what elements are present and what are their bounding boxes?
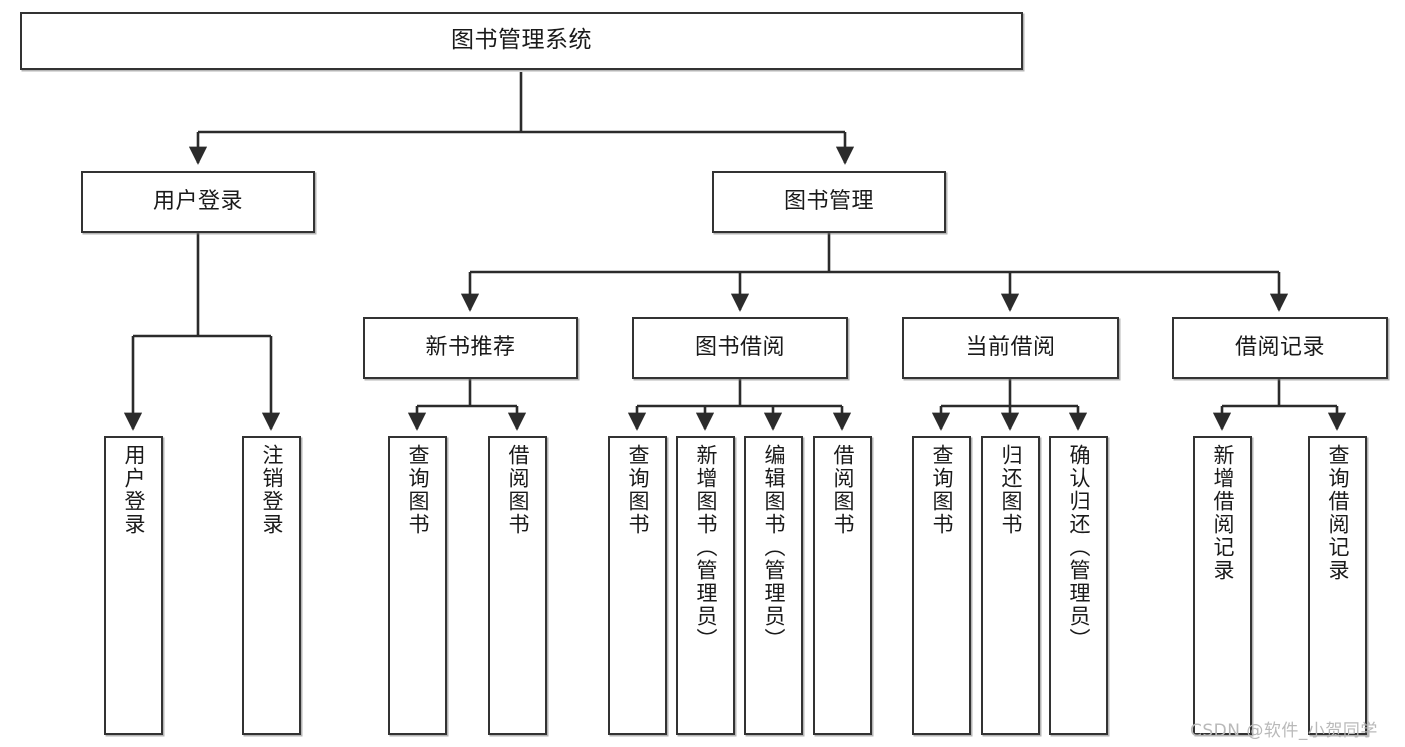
node-user-login-label: 用户登录	[152, 189, 243, 215]
leaf-return-book-label: 归还图书	[999, 444, 1023, 536]
node-user-login[interactable]: 用户登录	[81, 171, 315, 233]
leaf-user-login-label: 用户登录	[122, 444, 146, 536]
leaf-query-book-2-label: 查询图书	[626, 444, 650, 536]
leaf-query-book-3[interactable]: 查询图书	[912, 436, 971, 735]
leaf-edit-book-label: 编辑图书（管理员）	[762, 444, 786, 651]
leaf-add-book-label: 新增图书（管理员）	[694, 444, 718, 651]
leaf-query-book-2[interactable]: 查询图书	[608, 436, 667, 735]
leaf-add-borrow-record-label: 新增借阅记录	[1211, 444, 1235, 582]
leaf-borrow-book-2-label: 借阅图书	[831, 444, 855, 536]
leaf-borrow-book-2[interactable]: 借阅图书	[813, 436, 872, 735]
node-current-borrow-label: 当前借阅	[965, 335, 1056, 361]
leaf-query-book-1[interactable]: 查询图书	[388, 436, 447, 735]
node-root[interactable]: 图书管理系统	[20, 12, 1023, 70]
leaf-logout-label: 注销登录	[260, 444, 284, 536]
leaf-edit-book[interactable]: 编辑图书（管理员）	[744, 436, 803, 735]
leaf-add-borrow-record[interactable]: 新增借阅记录	[1193, 436, 1252, 735]
node-borrow-record-label: 借阅记录	[1234, 335, 1325, 361]
leaf-query-borrow-record[interactable]: 查询借阅记录	[1308, 436, 1367, 735]
leaf-add-book[interactable]: 新增图书（管理员）	[676, 436, 735, 735]
node-book-manage-label: 图书管理	[783, 189, 874, 215]
node-book-borrow[interactable]: 图书借阅	[632, 317, 848, 379]
leaf-borrow-book-1-label: 借阅图书	[506, 444, 530, 536]
leaf-return-book[interactable]: 归还图书	[981, 436, 1040, 735]
leaf-query-book-1-label: 查询图书	[406, 444, 430, 536]
node-new-book-recommend-label: 新书推荐	[425, 335, 516, 361]
leaf-query-borrow-record-label: 查询借阅记录	[1326, 444, 1350, 582]
leaf-confirm-return[interactable]: 确认归还（管理员）	[1049, 436, 1108, 735]
leaf-query-book-3-label: 查询图书	[930, 444, 954, 536]
node-root-label: 图书管理系统	[451, 27, 592, 54]
leaf-logout[interactable]: 注销登录	[242, 436, 301, 735]
node-book-borrow-label: 图书借阅	[694, 335, 785, 361]
leaf-confirm-return-label: 确认归还（管理员）	[1067, 444, 1091, 651]
leaf-user-login[interactable]: 用户登录	[104, 436, 163, 735]
leaf-borrow-book-1[interactable]: 借阅图书	[488, 436, 547, 735]
node-book-manage[interactable]: 图书管理	[712, 171, 946, 233]
node-current-borrow[interactable]: 当前借阅	[902, 317, 1119, 379]
node-new-book-recommend[interactable]: 新书推荐	[363, 317, 578, 379]
node-borrow-record[interactable]: 借阅记录	[1172, 317, 1388, 379]
